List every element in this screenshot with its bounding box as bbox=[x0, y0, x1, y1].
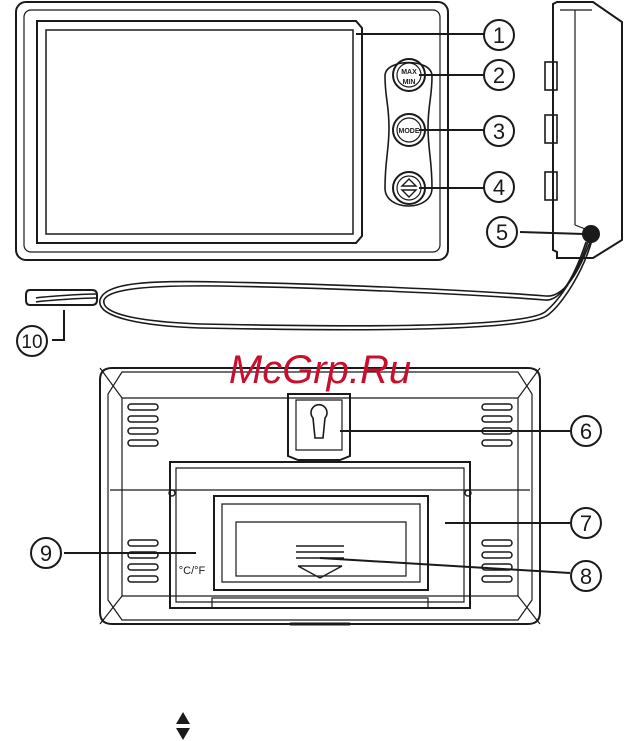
callout-10: 10 bbox=[21, 332, 42, 353]
side-button-3 bbox=[545, 172, 557, 200]
callout-6: 6 bbox=[580, 419, 592, 444]
back-view bbox=[100, 368, 540, 624]
callout-1: 1 bbox=[493, 23, 505, 48]
cover-latch bbox=[296, 546, 344, 578]
side-button-2 bbox=[545, 115, 557, 143]
max-label: MAX bbox=[401, 69, 417, 76]
side-button-1 bbox=[545, 62, 557, 90]
callout-2: 2 bbox=[493, 63, 505, 88]
side-housing bbox=[553, 2, 622, 258]
callout-9: 9 bbox=[40, 541, 52, 566]
callout-7: 7 bbox=[580, 511, 592, 536]
front-housing bbox=[16, 2, 448, 260]
up-down-arrow-icon bbox=[402, 179, 416, 197]
callout-4: 4 bbox=[493, 175, 505, 200]
callout-5: 5 bbox=[496, 220, 508, 245]
hanging-hole bbox=[311, 405, 327, 438]
lcd-screen bbox=[46, 30, 353, 234]
mode-label: MODE bbox=[399, 128, 420, 135]
watermark: McGrp.Ru bbox=[229, 348, 411, 392]
unit-switch-label: °C/°F bbox=[179, 565, 206, 577]
lcd-bezel bbox=[37, 21, 362, 243]
side-view bbox=[545, 2, 622, 258]
callout-8: 8 bbox=[580, 564, 592, 589]
min-label: MIN bbox=[403, 79, 416, 86]
leader-lines bbox=[52, 34, 584, 573]
probe-jack bbox=[583, 226, 599, 242]
up-down-symbol-icon bbox=[176, 712, 190, 740]
callout-3: 3 bbox=[493, 119, 505, 144]
front-view bbox=[16, 2, 448, 260]
